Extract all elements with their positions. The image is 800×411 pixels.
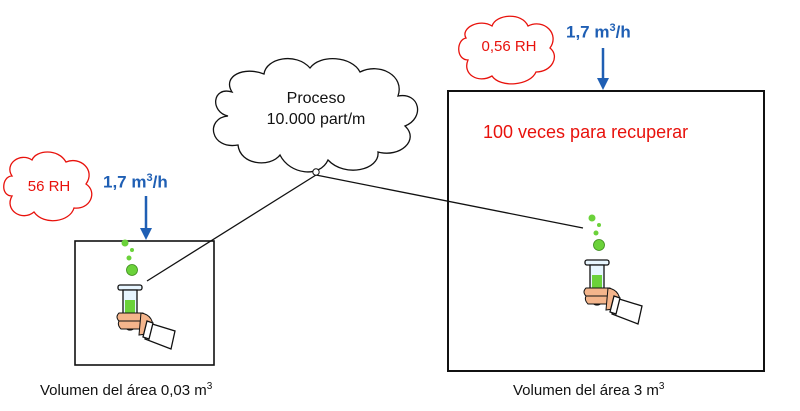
- down-arrow-icon: [140, 196, 152, 240]
- small-room-flow: 1,7 m3/h: [103, 172, 168, 192]
- small-room-caption: Volumen del área 0,03 m3: [40, 381, 213, 399]
- large-room-box: [447, 90, 765, 372]
- large-room-rh: 0,56 RH: [481, 38, 537, 55]
- small-room-rh: 56 RH: [27, 178, 71, 195]
- connector-line-large: [315, 174, 584, 229]
- recovery-text: 100 veces para recuperar: [483, 122, 689, 142]
- rh-cloud-large-shape: [458, 15, 555, 85]
- process-cloud-shape: [212, 57, 419, 173]
- process-cloud-text: Proceso 10.000 part/m: [236, 88, 396, 130]
- process-rate: 10.000 part/m: [266, 111, 366, 128]
- connector-line-small: [146, 174, 317, 282]
- test-tube-hand-icon: [116, 238, 176, 350]
- down-arrow-icon: [597, 48, 609, 90]
- cloud-bubble-large: [312, 168, 320, 176]
- test-tube-hand-icon: [583, 213, 643, 325]
- small-room-box: [74, 240, 215, 366]
- process-label: Proceso: [286, 90, 346, 107]
- rh-cloud-small-shape: [3, 151, 93, 222]
- large-room-flow: 1,7 m3/h: [566, 22, 631, 42]
- large-room-caption: Volumen del área 3 m3: [513, 381, 665, 399]
